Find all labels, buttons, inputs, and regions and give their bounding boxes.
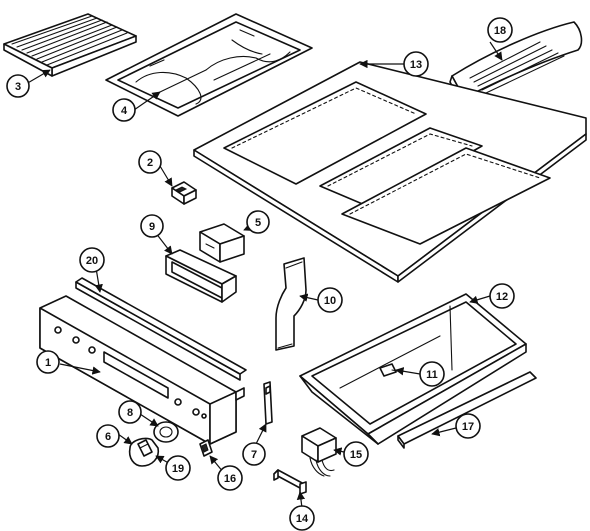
callout-leaders: [25, 41, 503, 509]
callout-4: 4: [112, 98, 136, 122]
part-small-bracket: [263, 381, 273, 425]
part-grill-grate: [3, 13, 137, 77]
part-air-duct: [275, 257, 307, 351]
callout-19: 19: [165, 455, 191, 481]
callout-6: 6: [96, 424, 120, 448]
callout-label-9: 9: [149, 221, 155, 233]
callout-label-12: 12: [496, 291, 508, 303]
callout-20: 20: [79, 247, 105, 273]
callout-label-16: 16: [224, 473, 236, 485]
callout-8: 8: [118, 400, 142, 424]
part-hinge-bracket: [273, 469, 307, 495]
callout-12: 12: [489, 283, 515, 309]
callout-label-20: 20: [86, 255, 98, 267]
part-rail: [397, 371, 537, 449]
callout-17: 17: [455, 413, 481, 439]
callout-label-14: 14: [296, 513, 309, 525]
part-switch: [171, 181, 197, 205]
callout-label-2: 2: [147, 157, 153, 169]
callout-label-7: 7: [251, 449, 257, 461]
callout-7: 7: [242, 442, 266, 466]
part-module-bracket: [165, 249, 237, 303]
part-burner-grate: [105, 13, 313, 117]
callout-label-1: 1: [45, 357, 51, 369]
callout-16: 16: [217, 465, 243, 491]
callout-label-13: 13: [410, 59, 422, 71]
part-ignition-module: [199, 223, 245, 263]
callout-label-15: 15: [350, 449, 362, 461]
part-control-panel: [39, 295, 245, 445]
callout-13: 13: [403, 51, 429, 77]
callout-3: 3: [6, 74, 30, 98]
callout-1: 1: [36, 350, 60, 374]
callout-14: 14: [289, 505, 315, 531]
callout-11: 11: [419, 361, 445, 387]
callout-15: 15: [343, 441, 369, 467]
callout-label-18: 18: [494, 25, 506, 37]
callout-label-11: 11: [426, 369, 438, 381]
callout-5: 5: [246, 210, 270, 234]
part-base-pan: [299, 293, 527, 445]
callout-label-4: 4: [121, 105, 128, 117]
part-knob: [128, 437, 160, 467]
callout-label-17: 17: [462, 421, 474, 433]
callout-10: 10: [317, 287, 343, 313]
part-clip: [199, 439, 213, 457]
callout-label-19: 19: [172, 463, 184, 475]
callout-9: 9: [140, 214, 164, 238]
part-knob-bezel: [153, 421, 179, 443]
part-bracket-strip: [75, 277, 247, 381]
callout-label-6: 6: [105, 431, 111, 443]
part-relay: [301, 427, 337, 477]
callout-2: 2: [138, 150, 162, 174]
part-cooktop-top: [193, 61, 587, 283]
callout-label-10: 10: [324, 295, 336, 307]
callout-18: 18: [487, 17, 513, 43]
callout-label-3: 3: [15, 81, 21, 93]
callout-label-5: 5: [255, 217, 261, 229]
callout-label-8: 8: [127, 407, 133, 419]
